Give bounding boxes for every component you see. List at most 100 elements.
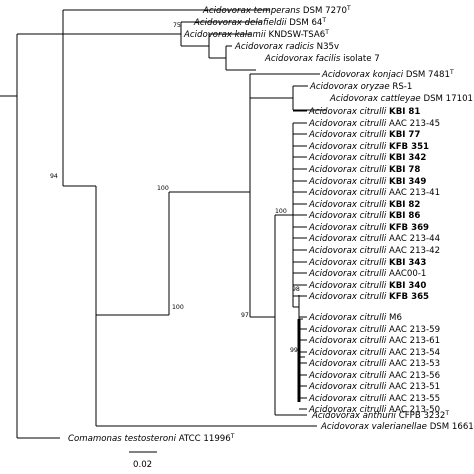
taxon-label: Acidovorax citrulli AAC 213-42 xyxy=(308,246,440,256)
taxon-label: Comamonas testosteroni ATCC 11996T xyxy=(68,433,235,444)
taxon-binomial: Acidovorax citrulli xyxy=(308,107,389,117)
taxon-binomial: Acidovorax temperans xyxy=(202,6,303,16)
taxon-binomial: Acidovorax citrulli xyxy=(308,153,389,163)
taxon-binomial: Acidovorax citrulli xyxy=(308,269,389,279)
taxon-strain: KFB 369 xyxy=(389,223,429,233)
taxon-strain: CFPB 3232 xyxy=(399,411,446,421)
taxon-label: Acidovorax citrulli KBI 86 xyxy=(308,211,420,221)
taxon-strain: AAC 213-42 xyxy=(389,246,440,256)
taxon-label: Acidovorax citrulli KBI 349 xyxy=(308,177,426,187)
taxon-label: Acidovorax citrulli AAC 213-50 xyxy=(308,405,440,415)
taxon-label: Acidovorax citrulli AAC 213-61 xyxy=(308,336,440,346)
taxon-binomial: Acidovorax citrulli xyxy=(308,336,389,346)
taxon-label: Acidovorax anthurii CFPB 3232T xyxy=(311,410,449,421)
taxon-strain: AAC 213-44 xyxy=(389,234,440,244)
taxon-binomial: Acidovorax citrulli xyxy=(308,188,389,198)
taxon-label: Acidovorax citrulli AAC 213-54 xyxy=(308,348,440,358)
taxon-binomial: Acidovorax citrulli xyxy=(308,211,389,221)
taxon-label: Acidovorax cattleyae DSM 17101 xyxy=(329,94,473,104)
taxon-binomial: Acidovorax citrulli xyxy=(308,292,389,302)
taxon-strain: KBI 342 xyxy=(389,153,426,163)
taxon-label: Acidovorax kalamii KNDSW-TSA6T xyxy=(183,29,329,40)
taxon-binomial: Comamonas testosteroni xyxy=(68,434,179,444)
taxon-label: Acidovorax citrulli KBI 81 xyxy=(308,107,420,117)
taxon-binomial: Acidovorax citrulli xyxy=(308,200,389,210)
taxon-binomial: Acidovorax citrulli xyxy=(308,142,389,152)
taxon-strain: DSM 64 xyxy=(289,18,322,28)
taxon-label: Acidovorax citrulli KBI 82 xyxy=(308,200,420,210)
taxon-label: Acidovorax temperans DSM 7270T xyxy=(202,5,351,16)
taxon-label: Acidovorax citrulli KFB 365 xyxy=(308,292,429,302)
taxon-binomial: Acidovorax citrulli xyxy=(308,382,389,392)
taxon-strain: DSM 7481 xyxy=(406,70,450,80)
taxon-binomial: Acidovorax cattleyae xyxy=(329,94,423,104)
taxon-label: Acidovorax facilis isolate 7 xyxy=(264,54,380,64)
taxon-binomial: Acidovorax citrulli xyxy=(308,246,389,256)
taxon-strain: AAC 213-55 xyxy=(389,394,440,404)
taxon-strain: AAC 213-41 xyxy=(389,188,440,198)
taxon-label: Acidovorax delafieldii DSM 64T xyxy=(193,17,326,28)
taxon-label: Acidovorax oryzae RS-1 xyxy=(309,82,412,92)
taxon-strain: N35v xyxy=(317,42,339,52)
bootstrap-value: 75 xyxy=(173,22,181,29)
taxon-label: Acidovorax citrulli AAC 213-53 xyxy=(308,359,440,369)
taxon-label: Acidovorax citrulli KFB 369 xyxy=(308,223,429,233)
scale-bar: 0.02 xyxy=(129,451,157,470)
taxon-label: Acidovorax citrulli KBI 77 xyxy=(308,130,420,140)
taxon-strain: AAC 213-50 xyxy=(389,405,440,415)
taxon-strain: RS-1 xyxy=(392,82,412,92)
taxon-strain: KFB 351 xyxy=(389,142,429,152)
taxon-label: Acidovorax citrulli AAC 213-55 xyxy=(308,394,440,404)
taxon-label: Acidovorax citrulli KBI 342 xyxy=(308,153,426,163)
taxon-strain: KNDSW-TSA6 xyxy=(268,30,325,40)
type-strain-superscript: T xyxy=(346,5,351,12)
taxon-strain: M6 xyxy=(389,313,402,323)
taxon-label: Acidovorax citrulli AAC 213-45 xyxy=(308,119,440,129)
taxon-binomial: Acidovorax kalamii xyxy=(183,30,268,40)
taxon-binomial: Acidovorax facilis xyxy=(264,54,343,64)
taxon-strain: KBI 77 xyxy=(389,130,420,140)
taxon-strain: KBI 340 xyxy=(389,281,426,291)
taxon-strain: AAC 213-54 xyxy=(389,348,440,358)
bootstrap-value: 97 xyxy=(241,312,249,319)
type-strain-superscript: T xyxy=(321,17,326,24)
taxon-binomial: Acidovorax oryzae xyxy=(309,82,392,92)
taxon-label: Acidovorax citrulli KBI 340 xyxy=(308,281,426,291)
bootstrap-value: 100 xyxy=(172,304,184,311)
taxon-label: Acidovorax citrulli AAC 213-51 xyxy=(308,382,440,392)
taxon-binomial: Acidovorax citrulli xyxy=(308,371,389,381)
taxon-strain: DSM 16619 xyxy=(430,422,474,432)
taxon-binomial: Acidovorax citrulli xyxy=(308,165,389,175)
taxon-label: Acidovorax citrulli AAC00-1 xyxy=(308,269,426,279)
taxon-strain: KFB 365 xyxy=(389,292,429,302)
taxon-strain: KBI 343 xyxy=(389,258,426,268)
taxon-strain: AAC 213-59 xyxy=(389,325,440,335)
bootstrap-value: 99 xyxy=(290,347,298,354)
taxon-binomial: Acidovorax citrulli xyxy=(308,281,389,291)
taxon-strain: AAC 213-56 xyxy=(389,371,440,381)
terminal-branches xyxy=(293,110,307,410)
scale-bar-label: 0.02 xyxy=(133,460,152,470)
taxon-strain: KBI 86 xyxy=(389,211,420,221)
taxon-labels: Acidovorax temperans DSM 7270TAcidovorax… xyxy=(68,5,474,444)
type-strain-superscript: T xyxy=(230,433,235,440)
taxon-strain: DSM 17101 xyxy=(423,94,473,104)
taxon-binomial: Acidovorax valerianellae xyxy=(320,422,430,432)
taxon-binomial: Acidovorax citrulli xyxy=(308,348,389,358)
taxon-label: Acidovorax citrulli AAC 213-56 xyxy=(308,371,440,381)
type-strain-superscript: T xyxy=(444,410,449,417)
taxon-binomial: Acidovorax citrulli xyxy=(308,405,389,415)
taxon-label: Acidovorax radicis N35v xyxy=(234,42,339,52)
type-strain-superscript: T xyxy=(324,29,329,36)
bootstrap-value: 100 xyxy=(275,208,287,215)
taxon-strain: KBI 349 xyxy=(389,177,426,187)
taxon-strain: AAC 213-61 xyxy=(389,336,440,346)
taxon-strain: AAC 213-45 xyxy=(389,119,440,129)
type-strain-superscript: T xyxy=(449,69,454,76)
taxon-strain: DSM 7270 xyxy=(303,6,347,16)
tree-branches xyxy=(0,9,326,439)
taxon-label: Acidovorax citrulli KFB 351 xyxy=(308,142,429,152)
taxon-label: Acidovorax citrulli KBI 78 xyxy=(308,165,420,175)
taxon-binomial: Acidovorax citrulli xyxy=(308,313,389,323)
